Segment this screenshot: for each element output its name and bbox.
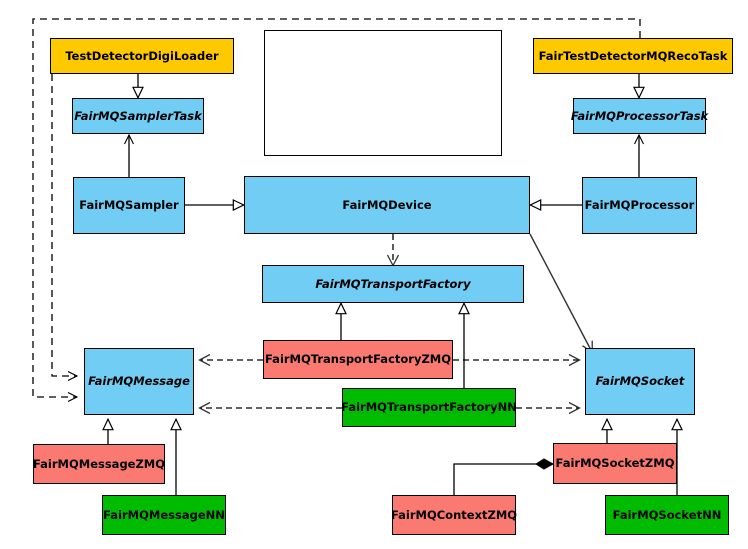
class-label: FairMQDevice bbox=[342, 197, 432, 212]
class-box-fairmq-transport-factory-zmq[interactable]: FairMQTransportFactoryZMQ bbox=[263, 340, 453, 379]
class-label: FairMQTransportFactoryNN bbox=[341, 400, 517, 415]
class-box-test-detector-digi-loader[interactable]: TestDetectorDigiLoader bbox=[50, 38, 234, 74]
class-label: FairTestDetectorMQRecoTask bbox=[538, 48, 728, 63]
class-box-fairmq-transport-factory[interactable]: FairMQTransportFactory bbox=[262, 265, 524, 303]
class-label: FairMQTransportFactory bbox=[315, 276, 471, 291]
class-label: FairMQSocket bbox=[595, 374, 685, 389]
class-box-fairmq-socket-zmq[interactable]: FairMQSocketZMQ bbox=[553, 443, 677, 484]
class-box-fairmq-processor[interactable]: FairMQProcessor bbox=[582, 177, 697, 234]
class-label: FairMQTransportFactoryZMQ bbox=[265, 352, 452, 367]
class-label: FairMQContextZMQ bbox=[390, 507, 518, 522]
class-box-fairmq-device[interactable]: FairMQDevice bbox=[244, 176, 530, 234]
class-box-fairmq-processor-task[interactable]: FairMQProcessorTask bbox=[570, 98, 709, 134]
class-label: FairMQSocketZMQ bbox=[555, 456, 675, 471]
class-box-fairmq-sampler[interactable]: FairMQSampler bbox=[73, 177, 185, 234]
edge-device-to-socket bbox=[529, 233, 592, 352]
class-box-fairmq-transport-factory-nn[interactable]: FairMQTransportFactoryNN bbox=[341, 388, 517, 427]
class-label: FairMQMessageZMQ bbox=[32, 456, 166, 471]
class-box-fairmq-message-zmq[interactable]: FairMQMessageZMQ bbox=[33, 444, 165, 484]
edge-contextzmq-to-socketzmq bbox=[453, 458, 555, 495]
class-label: FairMQSocketNN bbox=[612, 507, 722, 522]
class-label: FairMQSampler bbox=[79, 198, 179, 213]
legend-panel bbox=[264, 30, 502, 156]
class-box-fairmq-sampler-task[interactable]: FairMQSamplerTask bbox=[72, 98, 204, 134]
class-box-fairmq-context-zmq[interactable]: FairMQContextZMQ bbox=[390, 495, 518, 535]
class-label: FairMQSamplerTask bbox=[74, 108, 202, 123]
class-label: FairMQProcessorTask bbox=[570, 108, 709, 123]
class-box-fairmq-socket-nn[interactable]: FairMQSocketNN bbox=[605, 495, 729, 535]
class-box-fairmq-socket[interactable]: FairMQSocket bbox=[585, 348, 695, 415]
class-box-fairmq-message-nn[interactable]: FairMQMessageNN bbox=[102, 495, 226, 535]
class-label: FairMQProcessor bbox=[584, 198, 695, 213]
class-label: FairMQMessage bbox=[88, 374, 190, 389]
class-label: FairMQMessageNN bbox=[103, 507, 225, 522]
class-box-fair-test-detector-mq-reco-task[interactable]: FairTestDetectorMQRecoTask bbox=[533, 38, 733, 74]
class-label: TestDetectorDigiLoader bbox=[65, 48, 219, 63]
class-box-fairmq-message[interactable]: FairMQMessage bbox=[84, 348, 194, 415]
